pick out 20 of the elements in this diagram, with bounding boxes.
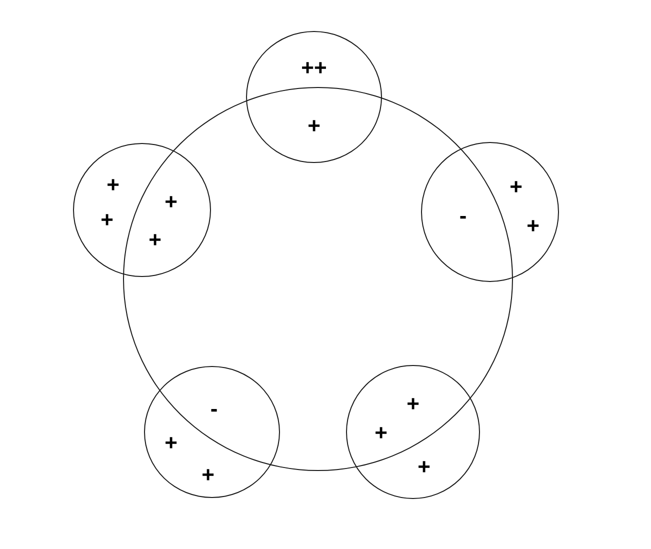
small-circle xyxy=(346,365,480,499)
small-circle xyxy=(421,142,559,282)
small-circle xyxy=(246,31,382,163)
sign-label: + xyxy=(510,176,522,198)
sign-label: + xyxy=(100,209,114,231)
small-circle xyxy=(73,143,211,277)
sign-label: + xyxy=(374,422,388,444)
sign-label: - xyxy=(210,398,218,420)
sign-label: + xyxy=(406,393,420,415)
sign-label: + xyxy=(106,174,120,196)
sign-label: ++ xyxy=(301,57,327,79)
sign-label: + xyxy=(418,456,430,478)
sign-label: + xyxy=(308,115,320,137)
sign-label: + xyxy=(526,215,540,237)
sign-label: + xyxy=(164,191,178,213)
sign-label: + xyxy=(164,432,178,454)
sign-label: + xyxy=(202,464,214,486)
sign-label: - xyxy=(459,205,467,227)
small-circle xyxy=(144,366,280,498)
sign-label: + xyxy=(148,229,162,251)
